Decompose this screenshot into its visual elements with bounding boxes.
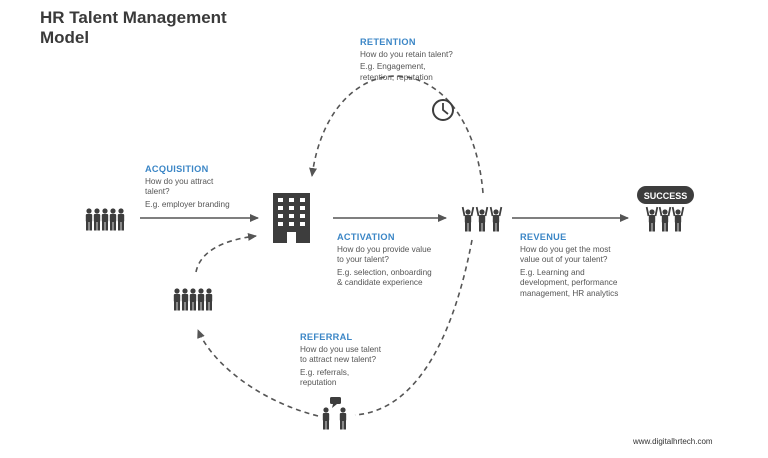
success-label: SUCCESS — [644, 191, 688, 201]
activation-example: E.g. selection, onboarding & candidate e… — [337, 267, 432, 288]
revenue-question: How do you get the most value out of you… — [520, 244, 611, 265]
referral-block: REFERRAL How do you use talent to attrac… — [300, 332, 381, 389]
acquisition-question: How do you attract talent? — [145, 176, 214, 197]
acquisition-example: E.g. employer branding — [145, 199, 230, 209]
arrow-retention-loop — [309, 75, 484, 194]
revenue-heading: REVENUE — [520, 232, 567, 242]
activation-heading: ACTIVATION — [337, 232, 395, 242]
activation-question: How do you provide value to your talent? — [337, 244, 432, 265]
arrow-referral-to-company — [195, 232, 257, 273]
arrow-referral-loop — [197, 329, 319, 417]
people-group-icon — [173, 288, 213, 311]
revenue-block: REVENUE How do you get the most value ou… — [520, 232, 618, 299]
arrow-activation-to-referral — [354, 239, 473, 416]
clock-icon — [432, 99, 454, 121]
retention-question: How do you retain talent? — [360, 49, 453, 59]
people-group-icon — [85, 208, 125, 231]
page-title: HR Talent Management Model — [40, 8, 227, 47]
footer-url: www.digitalhrtech.com — [633, 437, 713, 446]
building-icon — [273, 193, 310, 243]
acquisition-heading: ACQUISITION — [145, 164, 209, 174]
activation-block: ACTIVATION How do you provide value to y… — [337, 232, 432, 289]
acquisition-block: ACQUISITION How do you attract talent? E… — [145, 164, 230, 210]
retention-example: E.g. Engagement, retention, reputation — [360, 62, 433, 82]
retention-heading: RETENTION — [360, 37, 416, 47]
revenue-example: E.g. Learning and development, performan… — [520, 267, 619, 298]
retention-block: RETENTION How do you retain talent? E.g.… — [360, 37, 453, 83]
referral-question: How do you use talent to attract new tal… — [300, 344, 382, 365]
referral-example: E.g. referrals, reputation — [300, 367, 350, 388]
celebrating-people-icon — [461, 206, 503, 232]
success-sign-icon: SUCCESS — [637, 186, 694, 232]
talking-people-icon — [322, 397, 347, 430]
referral-heading: REFERRAL — [300, 332, 353, 342]
